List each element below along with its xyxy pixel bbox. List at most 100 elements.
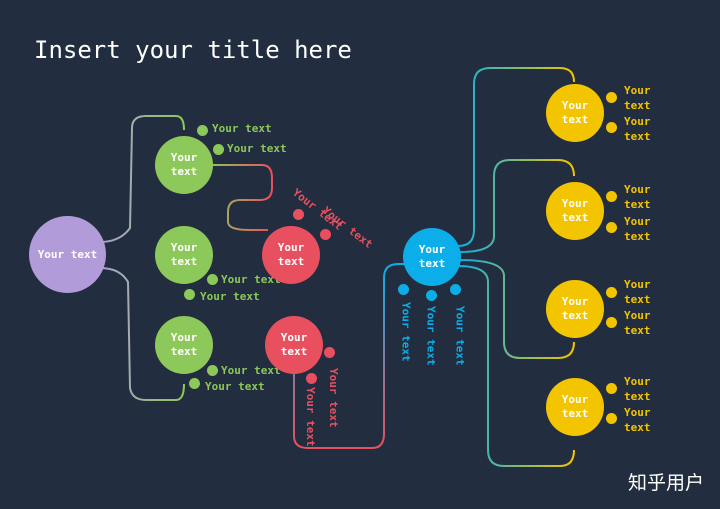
yellow-4-label-a-line2: text <box>624 390 651 403</box>
blue-label-c-text: Your text <box>453 306 467 366</box>
connector-root-green1 <box>99 115 185 243</box>
yellow-2-label-b-line1: Your <box>624 215 651 228</box>
green-node-1-line2: text <box>170 165 198 178</box>
connector-blue-yellow2 <box>459 159 575 253</box>
yellow-node-2-line1: Your <box>561 197 589 210</box>
green-3-dot-a <box>207 365 218 376</box>
green-3-label-b: Your text <box>205 380 265 393</box>
blue-label-c: Your text <box>443 306 477 366</box>
red-2-dot-a <box>324 347 335 358</box>
yellow-3-label-a-line2: text <box>624 293 651 306</box>
blue-dot-b <box>426 290 437 301</box>
connector-root-green3 <box>99 267 185 401</box>
connector-blue-yellow3 <box>459 259 575 359</box>
yellow-node-4-line1: Your <box>561 393 589 406</box>
yellow-3-dot-b <box>606 317 617 328</box>
red-node-2-line2: text <box>280 345 308 358</box>
green-2-dot-b <box>184 289 195 300</box>
yellow-1-label-a: Your text <box>624 83 651 113</box>
yellow-node-3-line2: text <box>561 309 589 322</box>
yellow-1-label-a-line2: text <box>624 99 651 112</box>
green-node-2-line2: text <box>170 255 198 268</box>
yellow-1-label-b: Your text <box>624 114 651 144</box>
red-2-dot-b <box>306 373 317 384</box>
yellow-node-4-line2: text <box>561 407 589 420</box>
red-1-dot-b <box>320 229 331 240</box>
connector-green1-red1 <box>208 164 273 231</box>
yellow-4-label-b-line2: text <box>624 421 651 434</box>
green-2-dot-a <box>207 274 218 285</box>
green-3-dot-b <box>189 378 200 389</box>
yellow-4-label-a: Your text <box>624 374 651 404</box>
blue-label-b-text: Your text <box>424 306 438 366</box>
green-3-label-a: Your text <box>221 364 281 377</box>
red-node-1-line1: Your <box>277 241 305 254</box>
yellow-2-dot-b <box>606 222 617 233</box>
red-1-dot-a <box>293 209 304 220</box>
slide-title: Insert your title here <box>34 36 352 64</box>
yellow-3-label-b-line2: text <box>624 324 651 337</box>
blue-label-b: Your text <box>414 306 448 366</box>
red-node-2-line1: Your <box>280 331 308 344</box>
yellow-2-label-b-line2: text <box>624 230 651 243</box>
green-2-label-a: Your text <box>221 273 281 286</box>
root-node-label: Your text <box>37 247 98 261</box>
yellow-4-label-b-line1: Your <box>624 406 651 419</box>
yellow-1-label-b-line2: text <box>624 130 651 143</box>
yellow-2-dot-a <box>606 191 617 202</box>
green-node-2-line1: Your <box>170 241 198 254</box>
blue-node-line1: Your <box>418 243 446 256</box>
yellow-1-label-b-line1: Your <box>624 115 651 128</box>
yellow-1-label-a-line1: Your <box>624 84 651 97</box>
red-2-label-b: Your text <box>304 387 317 447</box>
green-1-label-b: Your text <box>227 142 287 155</box>
blue-dot-a <box>398 284 409 295</box>
yellow-3-label-b: Your text <box>624 308 651 338</box>
blue-dot-c <box>450 284 461 295</box>
connector-blue-yellow1 <box>457 67 575 247</box>
yellow-3-dot-a <box>606 287 617 298</box>
yellow-3-label-a-line1: Your <box>624 278 651 291</box>
yellow-4-dot-b <box>606 413 617 424</box>
yellow-node-1-line2: text <box>561 113 589 126</box>
green-node-3-line2: text <box>170 345 198 358</box>
green-2-label-b: Your text <box>200 290 260 303</box>
yellow-4-label-b: Your text <box>624 405 651 435</box>
blue-label-a-text: Your text <box>399 302 413 362</box>
yellow-1-dot-a <box>606 92 617 103</box>
connector-red2-blue <box>293 263 408 449</box>
yellow-2-label-b: Your text <box>624 214 651 244</box>
blue-label-a: Your text <box>389 302 423 362</box>
green-node-1-line1: Your <box>170 151 198 164</box>
yellow-2-label-a-line2: text <box>624 198 651 211</box>
green-1-dot-b <box>213 144 224 155</box>
watermark: 知乎用户 <box>627 472 704 494</box>
yellow-4-label-a-line1: Your <box>624 375 651 388</box>
red-node-1-line2: text <box>277 255 305 268</box>
green-1-dot-a <box>197 125 208 136</box>
yellow-2-label-a-line1: Your <box>624 183 651 196</box>
yellow-1-dot-b <box>606 122 617 133</box>
blue-node-line2: text <box>418 257 446 270</box>
yellow-node-2-line2: text <box>561 211 589 224</box>
connector-blue-yellow4 <box>457 265 575 467</box>
yellow-3-label-a: Your text <box>624 277 651 307</box>
yellow-node-3-line1: Your <box>561 295 589 308</box>
yellow-2-label-a: Your text <box>624 182 651 212</box>
green-node-3-line1: Your <box>170 331 198 344</box>
green-1-label-a: Your text <box>212 122 272 135</box>
yellow-node-1-line1: Your <box>561 99 589 112</box>
yellow-3-label-b-line1: Your <box>624 309 651 322</box>
